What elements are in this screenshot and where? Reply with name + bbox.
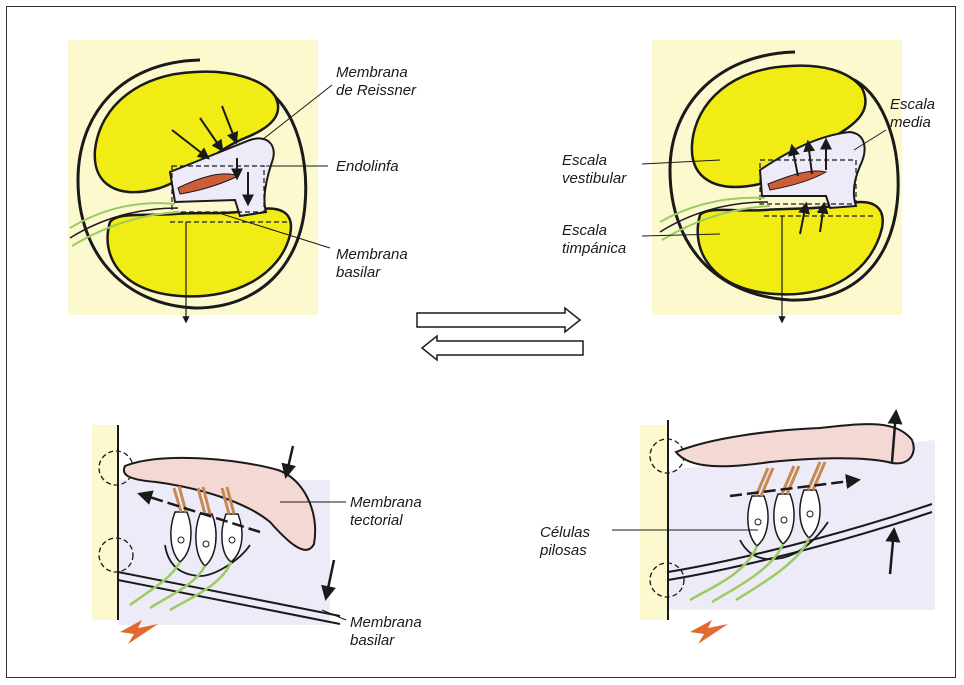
hair-cells-left [171, 486, 242, 566]
tectorial-membrane-right [676, 424, 914, 466]
label-escala-vestibular: Escala vestibular [562, 152, 626, 188]
label-celulas-pilosas: Células pilosas [540, 524, 590, 560]
label-escala-timpanica: Escala timpánica [562, 222, 626, 258]
label-membrana-tectorial: Membrana tectorial [350, 494, 422, 530]
label-escala-media: Escala media [890, 96, 935, 132]
label-endolinfa: Endolinfa [336, 158, 399, 176]
label-membrana-basilar-top: Membrana basilar [336, 246, 408, 282]
cochlea-right [642, 40, 902, 322]
double-arrow-icon [417, 308, 583, 360]
organ-detail-right [612, 412, 935, 644]
spark-icon [690, 620, 728, 644]
organ-detail-left [92, 425, 346, 644]
cochlea-left [68, 40, 332, 322]
label-membrana-basilar-bottom: Membrana basilar [350, 614, 422, 650]
label-membrana-reissner: Membrana de Reissner [336, 64, 416, 100]
